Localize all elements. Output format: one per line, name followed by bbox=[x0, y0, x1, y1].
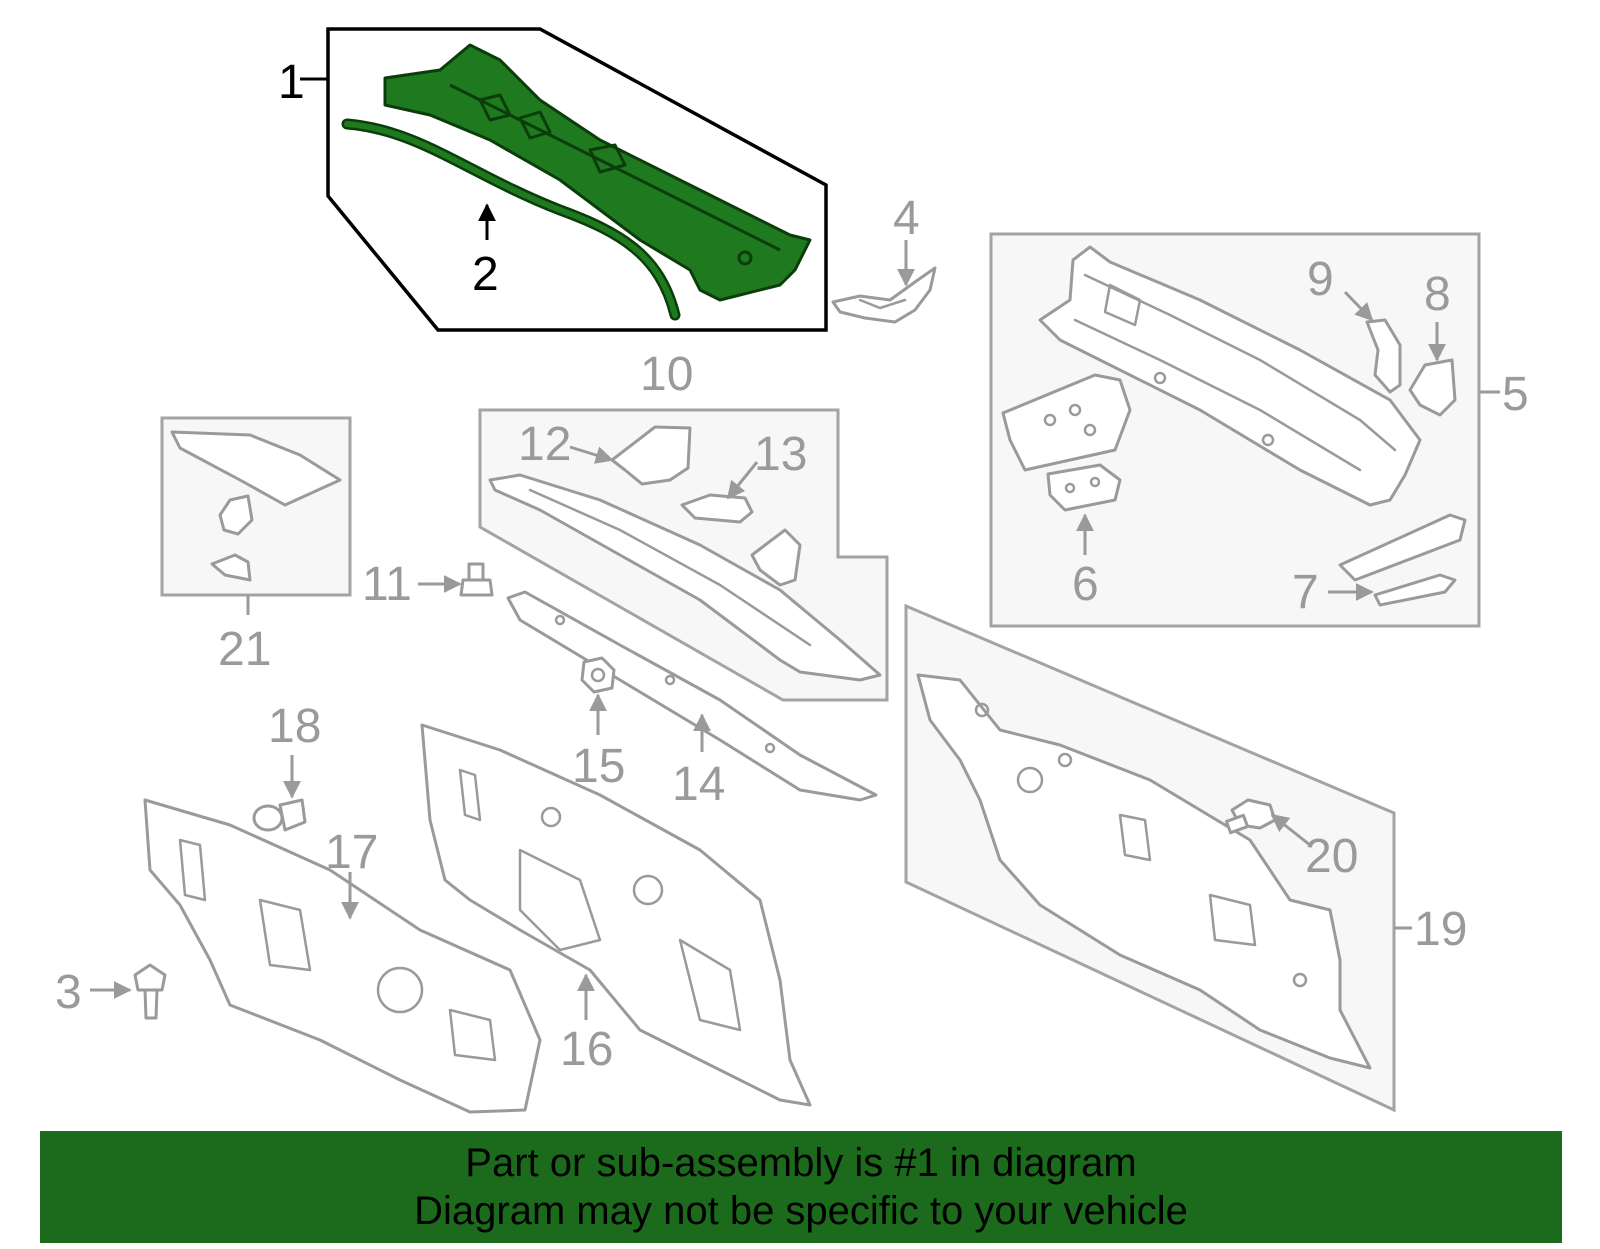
leader-20 bbox=[1270, 813, 1311, 847]
part-13-bracket-lower[interactable] bbox=[750, 528, 802, 587]
part-21-bracket[interactable] bbox=[170, 430, 342, 507]
callout-1[interactable]: 1 bbox=[278, 56, 305, 109]
callout-20[interactable]: 20 bbox=[1305, 830, 1358, 883]
callout-5[interactable]: 5 bbox=[1502, 368, 1529, 421]
cowl-top-panel-highlighted[interactable] bbox=[383, 43, 812, 302]
callout-3[interactable]: 3 bbox=[55, 966, 82, 1019]
callout-11[interactable]: 11 bbox=[362, 558, 412, 611]
cowl-seal-highlighted[interactable] bbox=[341, 118, 681, 321]
part-6-bracket-upper[interactable] bbox=[1001, 373, 1132, 472]
callout-17[interactable]: 17 bbox=[325, 826, 378, 879]
callout-18[interactable]: 18 bbox=[268, 700, 321, 753]
callout-9[interactable]: 9 bbox=[1307, 253, 1334, 306]
callout-6[interactable]: 6 bbox=[1072, 558, 1099, 611]
part-19-dash-panel[interactable] bbox=[916, 673, 1372, 1070]
leader-13 bbox=[726, 461, 759, 500]
part-12-bracket[interactable] bbox=[610, 425, 692, 486]
callout-10[interactable]: 10 bbox=[640, 348, 693, 401]
callout-21[interactable]: 21 bbox=[218, 623, 271, 676]
part-3-clip[interactable] bbox=[133, 963, 167, 1020]
part-21-bolt[interactable] bbox=[218, 494, 254, 536]
callout-13[interactable]: 13 bbox=[754, 428, 807, 481]
callout-2[interactable]: 2 bbox=[472, 248, 499, 301]
callout-19[interactable]: 19 bbox=[1414, 903, 1467, 956]
callout-16[interactable]: 16 bbox=[560, 1023, 613, 1076]
banner-line-2: Diagram may not be specific to your vehi… bbox=[414, 1189, 1188, 1233]
info-banner: Part or sub-assembly is #1 in diagram Di… bbox=[40, 1131, 1562, 1243]
part-20-bolt[interactable] bbox=[1224, 798, 1277, 835]
banner-line-1: Part or sub-assembly is #1 in diagram bbox=[465, 1141, 1137, 1185]
callout-7[interactable]: 7 bbox=[1292, 566, 1319, 619]
callout-15[interactable]: 15 bbox=[572, 740, 625, 793]
callout-8[interactable]: 8 bbox=[1424, 268, 1451, 321]
part-18-grommet[interactable] bbox=[252, 798, 307, 832]
leader-9 bbox=[1343, 290, 1374, 322]
callout-14[interactable]: 14 bbox=[672, 758, 725, 811]
part-8-bracket[interactable] bbox=[1408, 358, 1457, 417]
part-17-insulator[interactable] bbox=[143, 798, 542, 1114]
part-11-bolt[interactable] bbox=[459, 562, 494, 597]
part-15-nut[interactable] bbox=[580, 656, 616, 694]
part-5-cowl-inner-panel[interactable] bbox=[1038, 245, 1422, 507]
part-21-clip[interactable] bbox=[210, 553, 252, 582]
leader-12 bbox=[569, 445, 614, 464]
part-9-bracket[interactable] bbox=[1365, 318, 1402, 394]
part-13-bracket-upper[interactable] bbox=[680, 493, 754, 524]
part-7-reinforcement[interactable] bbox=[1338, 513, 1467, 607]
callout-4[interactable]: 4 bbox=[893, 192, 920, 245]
part-4-bracket[interactable] bbox=[831, 266, 937, 324]
callout-12[interactable]: 12 bbox=[518, 418, 571, 471]
part-16-dash-panel[interactable] bbox=[420, 723, 812, 1107]
part-10-cowl-brace[interactable] bbox=[488, 473, 882, 682]
part-6-bracket-lower[interactable] bbox=[1046, 463, 1122, 512]
